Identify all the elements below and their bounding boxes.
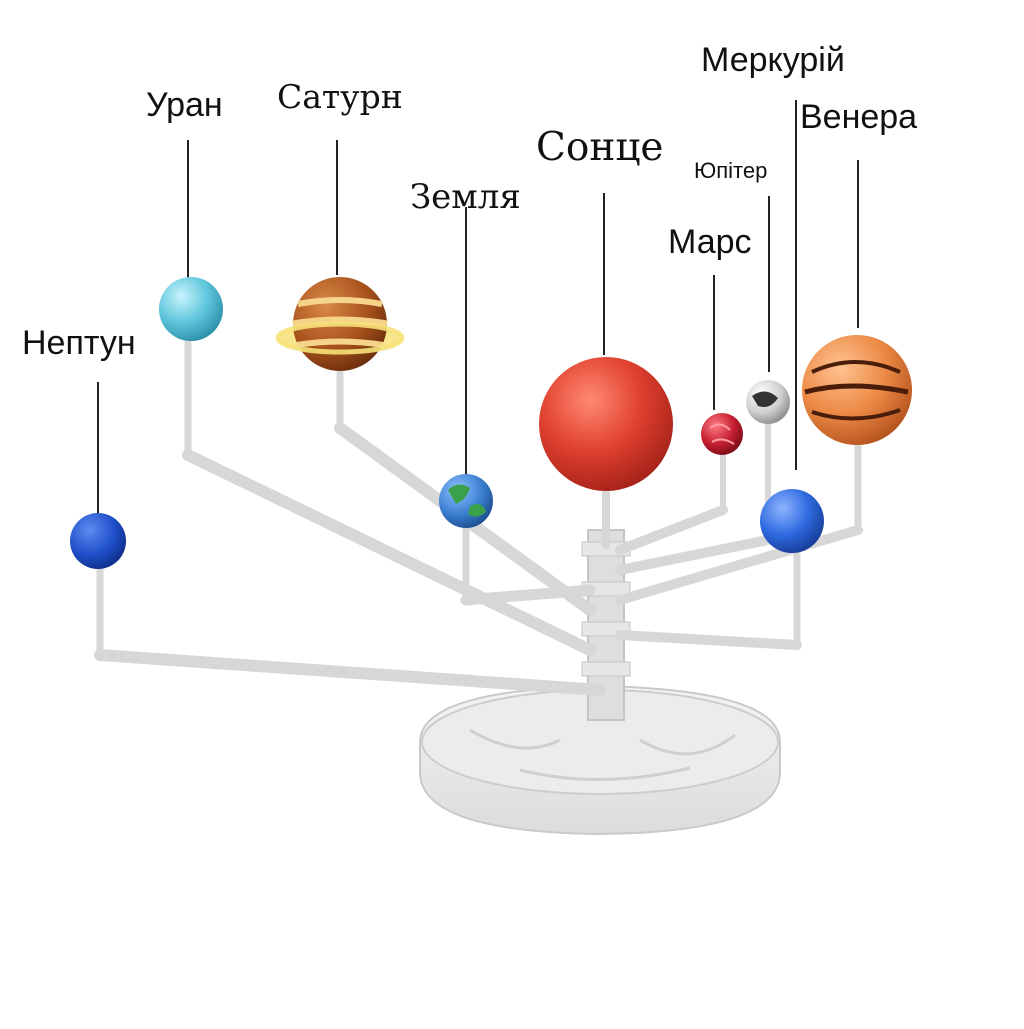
label-neptune: Нептун xyxy=(22,324,136,362)
earth-sphere xyxy=(439,474,493,528)
leader-lines xyxy=(97,100,859,513)
label-mercury: Меркурій xyxy=(701,41,845,79)
label-venus: Венера xyxy=(800,98,918,136)
sun-sphere xyxy=(539,357,673,491)
neptune-sphere xyxy=(70,513,126,569)
label-sun: Сонце xyxy=(536,125,664,170)
support-arms xyxy=(94,336,863,696)
mars-sphere xyxy=(701,413,743,455)
label-jupiter: Юпітер xyxy=(694,158,768,183)
label-mars: Марс xyxy=(668,223,752,261)
saturn-sphere xyxy=(275,277,405,371)
label-saturn: Сатурн xyxy=(277,77,403,116)
label-uranus: Уран xyxy=(146,86,223,124)
uranus-sphere xyxy=(159,277,223,341)
label-earth: Земля xyxy=(410,177,521,217)
jupiter-sphere xyxy=(746,380,790,424)
mercury-sphere xyxy=(760,489,824,553)
venus-sphere xyxy=(802,335,912,445)
